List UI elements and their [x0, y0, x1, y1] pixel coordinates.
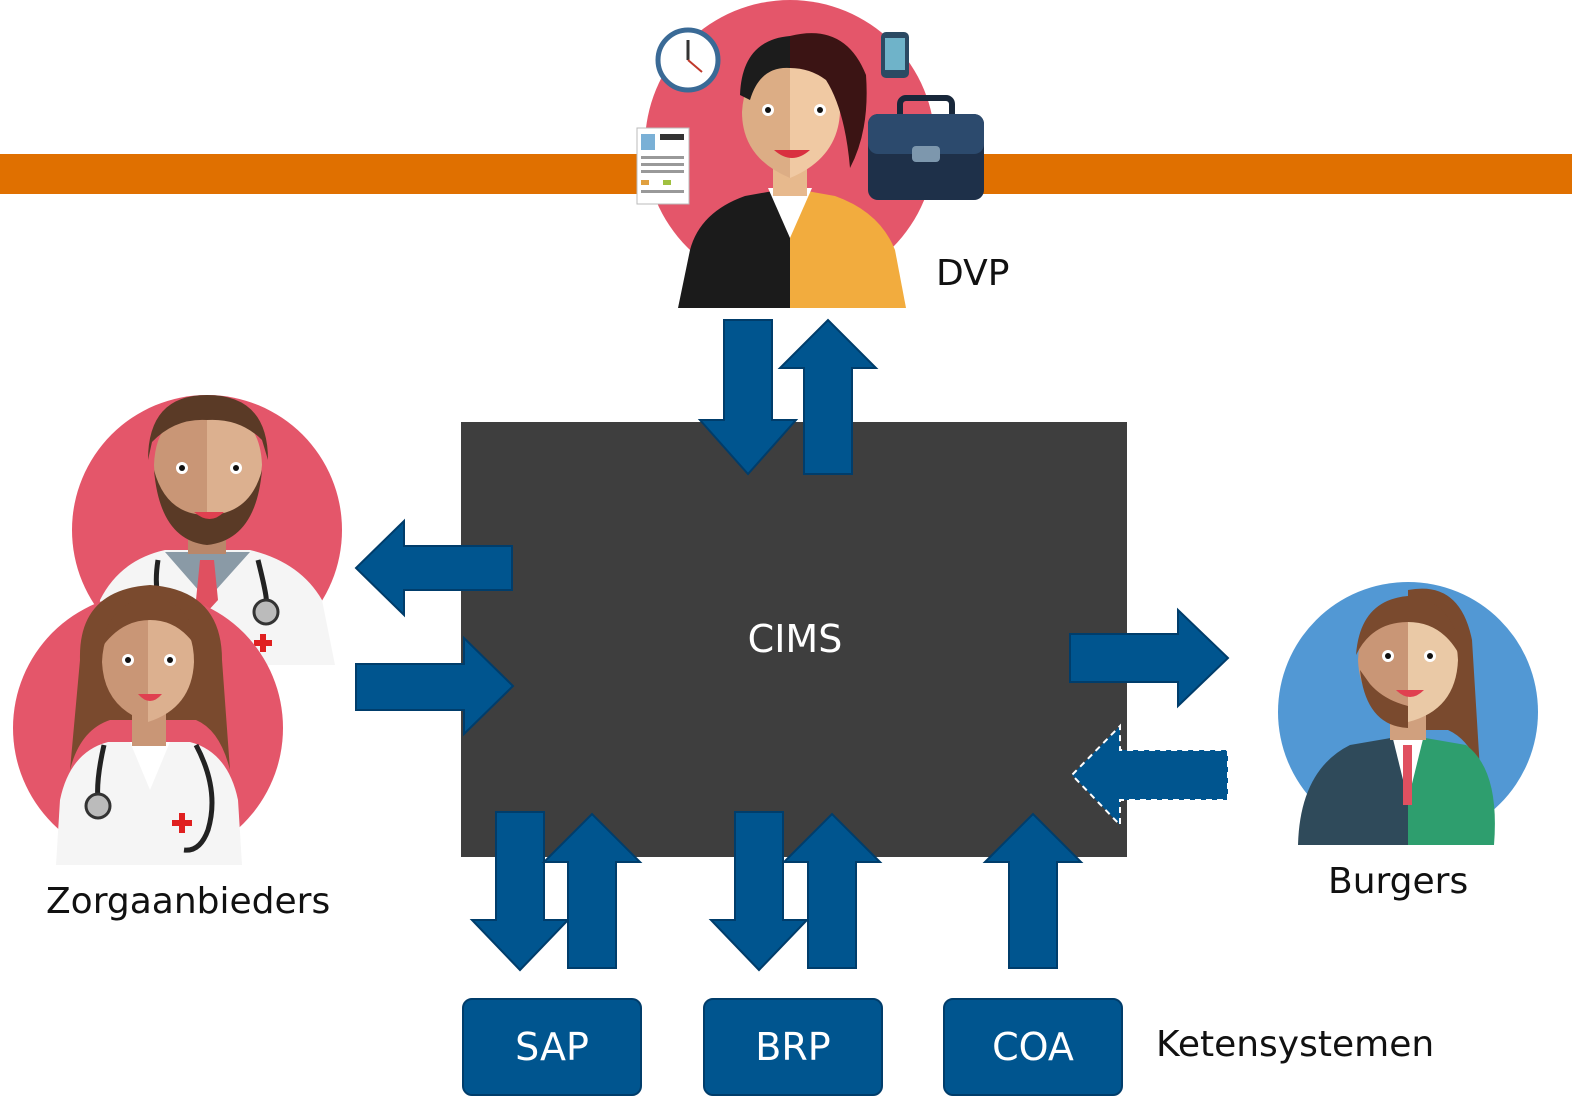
cv-document-icon — [636, 127, 690, 205]
dvp-label: DVP — [936, 253, 1010, 294]
arrow-coa-to-cims — [982, 812, 1084, 969]
system-label-coa: COA — [992, 1025, 1074, 1069]
arrow-zorgaanbieders-to-cims — [355, 635, 515, 737]
arrow-sap-to-cims — [541, 812, 643, 969]
cims-label: CIMS — [747, 617, 843, 661]
arrow-cims-to-zorgaanbieders — [354, 518, 513, 618]
clock-icon — [655, 27, 721, 93]
dvp-avatar — [636, 0, 984, 308]
ketensystemen-label: Ketensystemen — [1156, 1024, 1435, 1065]
burgers-label: Burgers — [1328, 861, 1469, 902]
arrow-cims-to-burgers — [1069, 607, 1230, 709]
female-doctor-avatar — [13, 585, 283, 865]
arrow-brp-to-cims — [781, 812, 883, 969]
system-box-coa: COA — [943, 998, 1123, 1096]
zorgaanbieders-label: Zorgaanbieders — [46, 881, 331, 922]
system-label-sap: SAP — [515, 1025, 589, 1069]
cims-box — [461, 422, 1127, 857]
system-box-sap: SAP — [462, 998, 642, 1096]
arrow-cims-to-sap — [469, 811, 571, 972]
burgers-avatar — [1278, 582, 1538, 845]
arrow-cims-to-dvp — [777, 318, 879, 475]
briefcase-icon — [868, 95, 984, 200]
arrow-dvp-to-cims — [697, 319, 799, 476]
arrow-burgers-to-cims-dashed — [1070, 723, 1229, 828]
phone-icon — [881, 32, 909, 78]
system-box-brp: BRP — [703, 998, 883, 1096]
arrow-cims-to-brp — [708, 811, 810, 972]
system-label-brp: BRP — [755, 1025, 831, 1069]
